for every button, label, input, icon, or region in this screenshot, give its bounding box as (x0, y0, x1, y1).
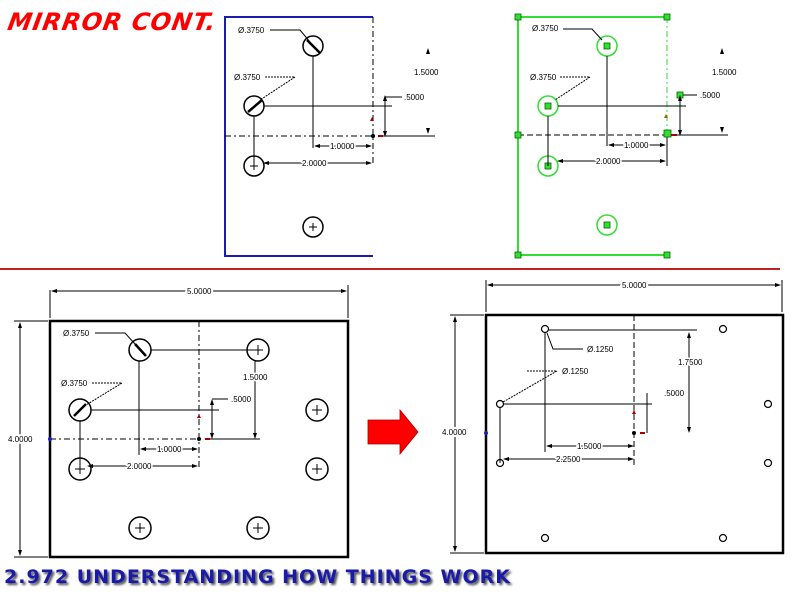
course-footer: 2.972 Understanding How Things Work (4, 566, 511, 588)
panel-bottom-right: 5.0000 4.0000 Ø.1250 Ø.1250 1.7500 .5000… (440, 279, 785, 555)
dim-vertical-right: 1.5000 (712, 68, 737, 77)
panel-top-right: Ø.3750 Ø.3750 1.5000 .5000 1.0000 2.0000 (514, 13, 737, 259)
dim-small: .5000 (700, 91, 721, 100)
hole-bottom (302, 216, 324, 238)
dim-h1: 1.0000 (624, 141, 649, 150)
panel-top-left: Ø.3750 Ø.3750 1.5000 .5000 1.0000 2.0000 (224, 16, 439, 257)
hole-bottom-selected (596, 214, 618, 236)
dim-h1: 1.5000 (577, 442, 602, 451)
dim-h2: 2.0000 (127, 462, 152, 471)
dim-vertical-right: 1.5000 (414, 68, 439, 77)
dim-small: .5000 (664, 389, 685, 398)
panel-bottom-left: 5.0000 4.0000 Ø.3750 Ø.3750 1.5000 .5000… (6, 285, 350, 559)
dim-h1: 1.0000 (157, 445, 182, 454)
dim-small: .5000 (231, 395, 252, 404)
dim-small: .5000 (404, 93, 425, 102)
transform-arrow-icon (367, 408, 419, 456)
dim-width: 5.0000 (622, 281, 647, 290)
dim-vertical: 1.7500 (678, 358, 703, 367)
dim-dia-mid: Ø.3750 (530, 73, 557, 82)
dim-dia-mid: Ø.1250 (562, 367, 589, 376)
dim-height: 4.0000 (442, 428, 467, 437)
dim-h2: 2.2500 (556, 455, 581, 464)
dim-height: 4.0000 (8, 435, 33, 444)
dim-dia-top: Ø.1250 (587, 345, 614, 354)
dim-dia-top: Ø.3750 (63, 329, 90, 338)
dim-dia-mid: Ø.3750 (234, 73, 261, 82)
dim-vertical: 1.5000 (243, 373, 268, 382)
sketch-outline-green (517, 16, 667, 256)
dim-width: 5.0000 (187, 287, 212, 296)
dim-h2: 2.0000 (596, 157, 621, 166)
dim-dia-mid: Ø.3750 (61, 379, 88, 388)
dim-dia-top: Ø.3750 (532, 24, 559, 33)
dim-h1: 1.0000 (330, 142, 355, 151)
dim-dia-top: Ø.3750 (238, 26, 265, 35)
dim-h2: 2.0000 (302, 159, 327, 168)
